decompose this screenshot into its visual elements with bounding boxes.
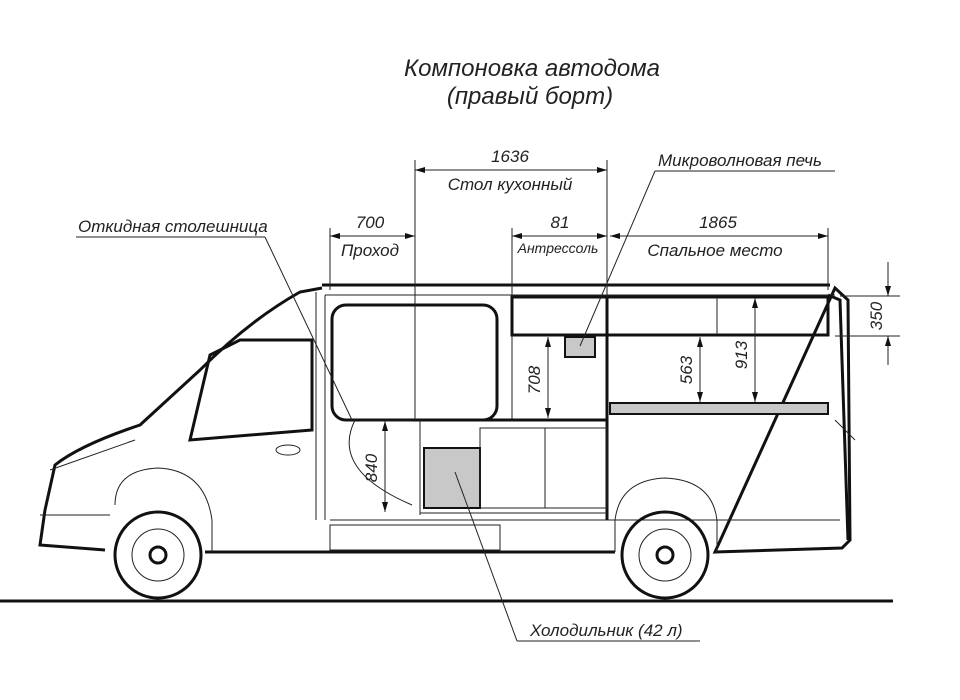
dimension-840: 840: [348, 419, 413, 512]
dimension-350: 350: [835, 262, 900, 365]
callout-folding-top: Откидная столешница: [76, 217, 353, 421]
svg-text:913: 913: [732, 340, 751, 369]
rear-wheel: [620, 510, 710, 600]
svg-text:Антрессоль: Антрессоль: [517, 240, 599, 256]
svg-text:Стол кухонный: Стол кухонный: [448, 175, 573, 194]
svg-text:Микроволновая печь: Микроволновая печь: [658, 151, 822, 170]
interior: [418, 295, 830, 520]
svg-text:700: 700: [356, 213, 385, 232]
svg-text:563: 563: [677, 355, 696, 384]
svg-text:Холодильник (42 л): Холодильник (42 л): [529, 621, 683, 640]
microwave: [564, 336, 596, 358]
svg-text:Спальное место: Спальное место: [647, 241, 782, 260]
dimension-sleeping: 1865 Спальное место: [610, 213, 829, 290]
front-wheel: [113, 510, 203, 600]
title-line2: (правый борт): [447, 83, 613, 110]
fridge: [423, 447, 481, 509]
svg-text:350: 350: [867, 301, 886, 330]
dimension-708: 708: [525, 337, 551, 418]
svg-text:Проход: Проход: [341, 241, 399, 260]
svg-text:1865: 1865: [699, 213, 737, 232]
svg-text:708: 708: [525, 365, 544, 394]
svg-text:81: 81: [551, 213, 570, 232]
dimension-563: 563: [677, 337, 703, 402]
svg-text:Откидная столешница: Откидная столешница: [78, 217, 268, 236]
dimension-mezzanine: 81 Антрессоль: [511, 213, 607, 297]
dimension-passage: 700 Проход: [329, 213, 415, 290]
bed-mattress: [609, 402, 829, 415]
callout-fridge: Холодильник (42 л): [454, 471, 700, 642]
dimension-kitchen-table: 1636 Стол кухонный: [414, 147, 608, 420]
svg-text:840: 840: [362, 453, 381, 482]
callout-microwave: Микроволновая печь: [579, 151, 835, 347]
dimension-913: 913: [732, 298, 758, 402]
title-line1: Компоновка автодома: [404, 55, 660, 82]
svg-text:1636: 1636: [491, 147, 529, 166]
